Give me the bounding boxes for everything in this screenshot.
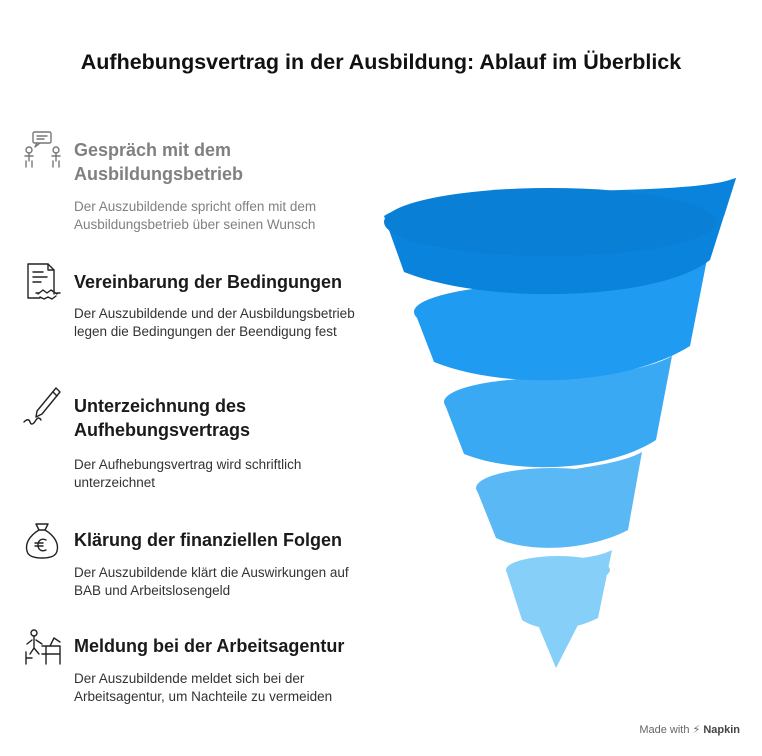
funnel-band-5-rim: [506, 556, 610, 584]
conversation-icon: [24, 131, 61, 168]
step-description: Der Auszubildende meldet sich bei der Ar…: [74, 671, 333, 704]
step-heading: Meldung bei der Arbeitsagentur: [74, 636, 345, 656]
step-description: Der Aufhebungsvertrag wird schriftlich u…: [74, 457, 302, 490]
money-bag-euro-icon: [25, 523, 59, 559]
step-heading: Klärung der finanziellen Folgen: [74, 530, 343, 550]
funnel-band-4-rim: [476, 468, 628, 508]
watermark-brand: Napkin: [703, 724, 740, 736]
step-heading: Unterzeichnung des Aufhebungsvertrags: [74, 396, 251, 440]
contract-handshake-icon: [27, 263, 61, 300]
step-description: Der Auszubildende klärt die Auswirkungen…: [74, 565, 349, 598]
funnel-band-1-lip: [680, 178, 736, 216]
funnel-band-2-rim: [414, 284, 686, 340]
funnel-band-1-rim: [384, 188, 716, 256]
person-at-desk-icon: [25, 629, 61, 665]
step-heading: Vereinbarung der Bedingungen: [74, 272, 343, 292]
pen-signature-icon: [23, 387, 61, 425]
step-description: Der Auszubildende und der Ausbildungsbet…: [74, 306, 355, 339]
watermark: Made with ⚡ Napkin: [639, 723, 740, 736]
spiral-funnel: [384, 178, 736, 668]
funnel-band-3-rim: [444, 378, 656, 426]
napkin-logo-icon: ⚡: [692, 724, 701, 736]
step-description: Der Auszubildende spricht offen mit dem …: [74, 199, 317, 232]
step-heading: Gespräch mit dem Ausbildungsbetrieb: [74, 140, 244, 184]
diagram-title: Aufhebungsvertrag in der Ausbildung: Abl…: [80, 50, 682, 74]
watermark-prefix: Made with: [639, 724, 690, 736]
funnel-tip: [538, 625, 578, 668]
